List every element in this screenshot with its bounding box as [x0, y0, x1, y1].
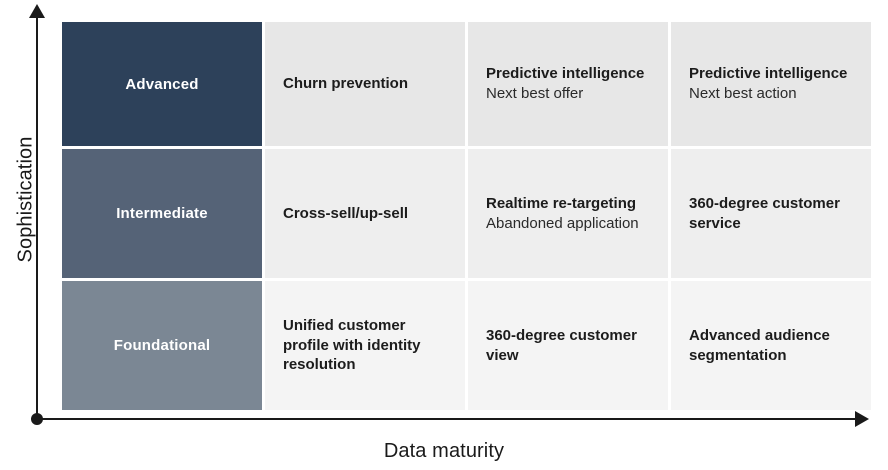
row-label-text: Foundational	[113, 337, 211, 354]
y-axis-line	[36, 16, 38, 420]
cell-title: Unified customer profile with identity r…	[283, 316, 421, 374]
matrix-cell: 360-degree customer view	[468, 281, 668, 410]
cell-subtitle: Next best offer	[486, 85, 584, 102]
row-label-text: Advanced	[125, 75, 199, 93]
matrix-cell: 360-degree customer service	[671, 149, 871, 278]
cell-title: Realtime re-targeting	[486, 194, 637, 212]
origin-dot-icon	[31, 413, 43, 425]
row-label-advanced: Advanced	[62, 22, 262, 146]
arrow-right-icon	[855, 411, 869, 427]
matrix-cell: Predictive intelligence Next best action	[671, 22, 871, 146]
cell-title: Predictive intelligence	[486, 65, 645, 83]
arrow-up-icon	[29, 4, 45, 18]
matrix-cell: Predictive intelligence Next best offer	[468, 22, 668, 146]
cell-title: 360-degree customer service	[689, 194, 840, 232]
matrix-cell: Churn prevention	[265, 22, 465, 146]
cell-title: 360-degree customer view	[486, 326, 637, 364]
row-label-text: Intermediate	[116, 205, 208, 222]
cell-title: Churn prevention	[283, 75, 409, 93]
matrix-cell: Unified customer profile with identity r…	[265, 281, 465, 410]
cell-title: Predictive intelligence	[689, 65, 848, 83]
matrix-grid: Advanced Churn prevention Predictive int…	[62, 22, 871, 410]
x-axis-line	[36, 418, 858, 420]
cell-title: Cross-sell/up-sell	[283, 204, 409, 222]
y-axis-label: Sophistication	[14, 136, 37, 263]
matrix-cell: Realtime re-targeting Abandoned applicat…	[468, 149, 668, 278]
matrix-cell: Advanced audience segmentation	[671, 281, 871, 410]
cell-title: Advanced audience segmentation	[689, 326, 830, 364]
row-label-intermediate: Intermediate	[62, 149, 262, 278]
cell-subtitle: Abandoned application	[486, 214, 639, 232]
matrix-cell: Cross-sell/up-sell	[265, 149, 465, 278]
x-axis-label: Data maturity	[383, 440, 505, 462]
cell-subtitle: Next best action	[689, 85, 797, 102]
row-label-foundational: Foundational	[62, 281, 262, 410]
